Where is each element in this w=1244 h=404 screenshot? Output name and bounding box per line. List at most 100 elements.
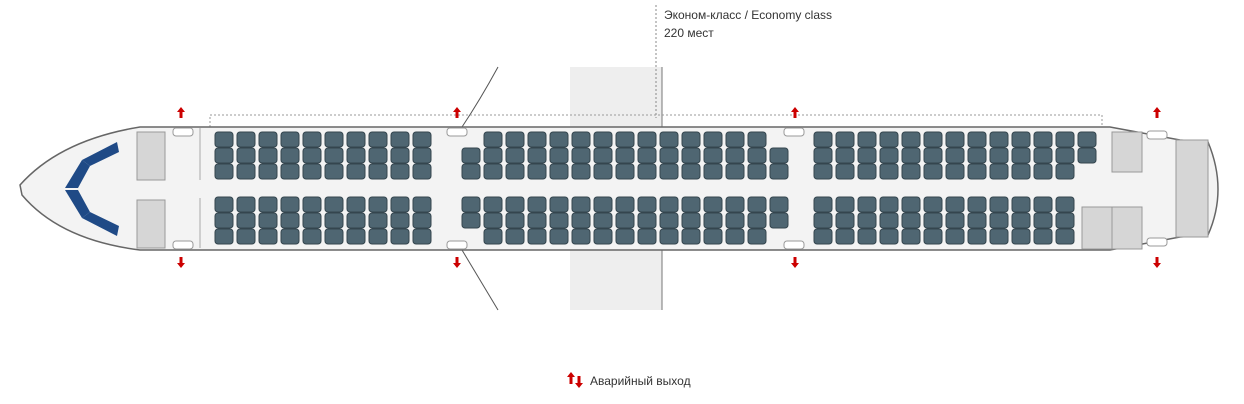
seat[interactable] bbox=[505, 147, 525, 164]
seat[interactable] bbox=[324, 163, 344, 180]
seat[interactable] bbox=[659, 131, 679, 148]
seat[interactable] bbox=[1033, 212, 1053, 229]
seat[interactable] bbox=[302, 228, 322, 245]
seat[interactable] bbox=[571, 163, 591, 180]
seat[interactable] bbox=[390, 131, 410, 148]
seat[interactable] bbox=[923, 228, 943, 245]
seat[interactable] bbox=[813, 163, 833, 180]
seat[interactable] bbox=[214, 147, 234, 164]
seat[interactable] bbox=[346, 163, 366, 180]
seat[interactable] bbox=[571, 212, 591, 229]
seat[interactable] bbox=[236, 163, 256, 180]
seat[interactable] bbox=[593, 147, 613, 164]
seat[interactable] bbox=[412, 228, 432, 245]
seat[interactable] bbox=[945, 147, 965, 164]
seat[interactable] bbox=[813, 196, 833, 213]
seat[interactable] bbox=[549, 212, 569, 229]
seat[interactable] bbox=[681, 228, 701, 245]
seat[interactable] bbox=[368, 147, 388, 164]
seat[interactable] bbox=[835, 212, 855, 229]
seat[interactable] bbox=[302, 147, 322, 164]
seat[interactable] bbox=[1033, 196, 1053, 213]
seat[interactable] bbox=[302, 212, 322, 229]
seat[interactable] bbox=[483, 228, 503, 245]
seat[interactable] bbox=[857, 196, 877, 213]
seat[interactable] bbox=[324, 228, 344, 245]
seat[interactable] bbox=[280, 131, 300, 148]
seat[interactable] bbox=[214, 228, 234, 245]
seat[interactable] bbox=[615, 163, 635, 180]
seat[interactable] bbox=[571, 196, 591, 213]
seat[interactable] bbox=[324, 147, 344, 164]
seat[interactable] bbox=[725, 147, 745, 164]
seat[interactable] bbox=[527, 147, 547, 164]
seat[interactable] bbox=[703, 163, 723, 180]
seat[interactable] bbox=[945, 196, 965, 213]
seat[interactable] bbox=[747, 163, 767, 180]
seat[interactable] bbox=[901, 212, 921, 229]
seat[interactable] bbox=[302, 131, 322, 148]
seat[interactable] bbox=[1033, 131, 1053, 148]
seat[interactable] bbox=[302, 163, 322, 180]
seat[interactable] bbox=[879, 228, 899, 245]
seat[interactable] bbox=[703, 228, 723, 245]
seat[interactable] bbox=[483, 212, 503, 229]
seat[interactable] bbox=[505, 163, 525, 180]
seat[interactable] bbox=[989, 196, 1009, 213]
seat[interactable] bbox=[725, 131, 745, 148]
seat[interactable] bbox=[461, 196, 481, 213]
seat[interactable] bbox=[857, 131, 877, 148]
seat[interactable] bbox=[923, 212, 943, 229]
seat[interactable] bbox=[1055, 131, 1075, 148]
seat[interactable] bbox=[236, 196, 256, 213]
seat[interactable] bbox=[258, 131, 278, 148]
seat[interactable] bbox=[368, 163, 388, 180]
seat[interactable] bbox=[703, 147, 723, 164]
seat[interactable] bbox=[879, 131, 899, 148]
seat[interactable] bbox=[703, 131, 723, 148]
seat[interactable] bbox=[615, 131, 635, 148]
seat[interactable] bbox=[593, 196, 613, 213]
seat[interactable] bbox=[967, 147, 987, 164]
seat[interactable] bbox=[1033, 228, 1053, 245]
seat[interactable] bbox=[412, 131, 432, 148]
seat[interactable] bbox=[615, 147, 635, 164]
seat[interactable] bbox=[725, 228, 745, 245]
seat[interactable] bbox=[637, 228, 657, 245]
seat[interactable] bbox=[769, 212, 789, 229]
seat[interactable] bbox=[769, 147, 789, 164]
seat[interactable] bbox=[527, 163, 547, 180]
seat[interactable] bbox=[967, 196, 987, 213]
seat[interactable] bbox=[236, 212, 256, 229]
seat[interactable] bbox=[659, 228, 679, 245]
seat[interactable] bbox=[681, 163, 701, 180]
seat[interactable] bbox=[967, 228, 987, 245]
seat[interactable] bbox=[857, 147, 877, 164]
seat[interactable] bbox=[214, 163, 234, 180]
seat[interactable] bbox=[659, 147, 679, 164]
seat[interactable] bbox=[681, 131, 701, 148]
seat[interactable] bbox=[1011, 147, 1031, 164]
seat[interactable] bbox=[412, 212, 432, 229]
seat[interactable] bbox=[813, 228, 833, 245]
seat[interactable] bbox=[813, 212, 833, 229]
seat[interactable] bbox=[1011, 131, 1031, 148]
seat[interactable] bbox=[280, 147, 300, 164]
seat[interactable] bbox=[368, 131, 388, 148]
seat[interactable] bbox=[483, 147, 503, 164]
seat[interactable] bbox=[346, 147, 366, 164]
seat[interactable] bbox=[368, 196, 388, 213]
seat[interactable] bbox=[901, 131, 921, 148]
seat[interactable] bbox=[901, 147, 921, 164]
seat[interactable] bbox=[483, 196, 503, 213]
seat[interactable] bbox=[747, 228, 767, 245]
seat[interactable] bbox=[681, 212, 701, 229]
seat[interactable] bbox=[390, 228, 410, 245]
seat[interactable] bbox=[945, 212, 965, 229]
seat[interactable] bbox=[659, 212, 679, 229]
seat[interactable] bbox=[703, 196, 723, 213]
seat[interactable] bbox=[945, 163, 965, 180]
seat[interactable] bbox=[280, 163, 300, 180]
seat[interactable] bbox=[813, 131, 833, 148]
seat[interactable] bbox=[615, 212, 635, 229]
